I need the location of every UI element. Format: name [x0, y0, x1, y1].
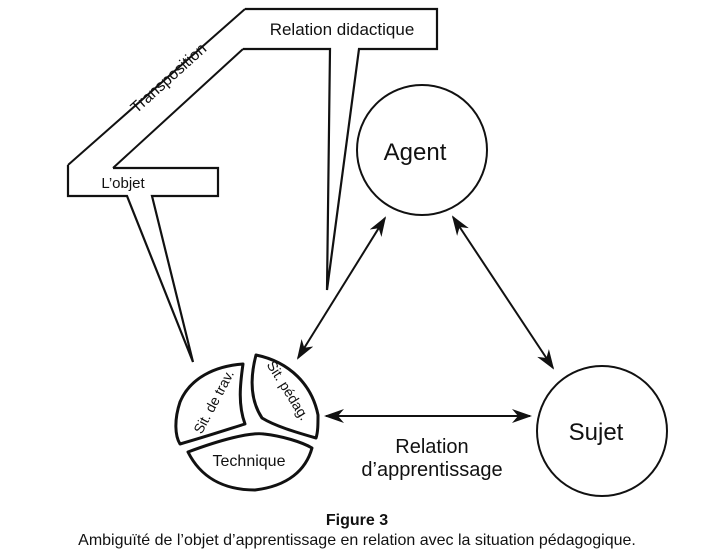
- objet-label: L’objet: [101, 175, 145, 192]
- figure-title: Figure 3: [325, 512, 389, 529]
- transposition-band: Transposition: [67, 8, 246, 169]
- transposition-label: Transposition: [128, 40, 210, 117]
- technique-label: Technique: [213, 453, 286, 470]
- relation-apprentissage-label-line1: Relation: [395, 436, 468, 458]
- segment-technique: [186, 432, 314, 492]
- relation-apprentissage-label-line2: d’apprentissage: [361, 459, 502, 481]
- relation-didactique-box: [243, 7, 439, 291]
- sujet-node: Sujet: [536, 365, 668, 497]
- agent-label: Agent: [384, 139, 447, 166]
- objet-cluster: Sit. de trav. Sit. pédag. Technique: [174, 353, 320, 492]
- agent-node: Agent: [356, 84, 488, 216]
- arrow-agent-sujet: [451, 215, 555, 370]
- objet-box: [66, 165, 220, 363]
- didactic-triangle-diagram: Relation didactique Transposition L’obje…: [66, 7, 668, 497]
- segment-sit-travail: [174, 362, 247, 446]
- relation-didactique-label: Relation didactique: [270, 20, 415, 39]
- relation-didactique-callout: Relation didactique: [243, 7, 439, 291]
- objet-callout: L’objet: [66, 165, 220, 363]
- sujet-label: Sujet: [569, 419, 624, 446]
- figure-caption: Ambiguïté de l’objet d’apprentissage en …: [78, 532, 636, 549]
- arrow-agent-objet: [296, 216, 387, 360]
- segment-sit-pedag: [250, 353, 320, 440]
